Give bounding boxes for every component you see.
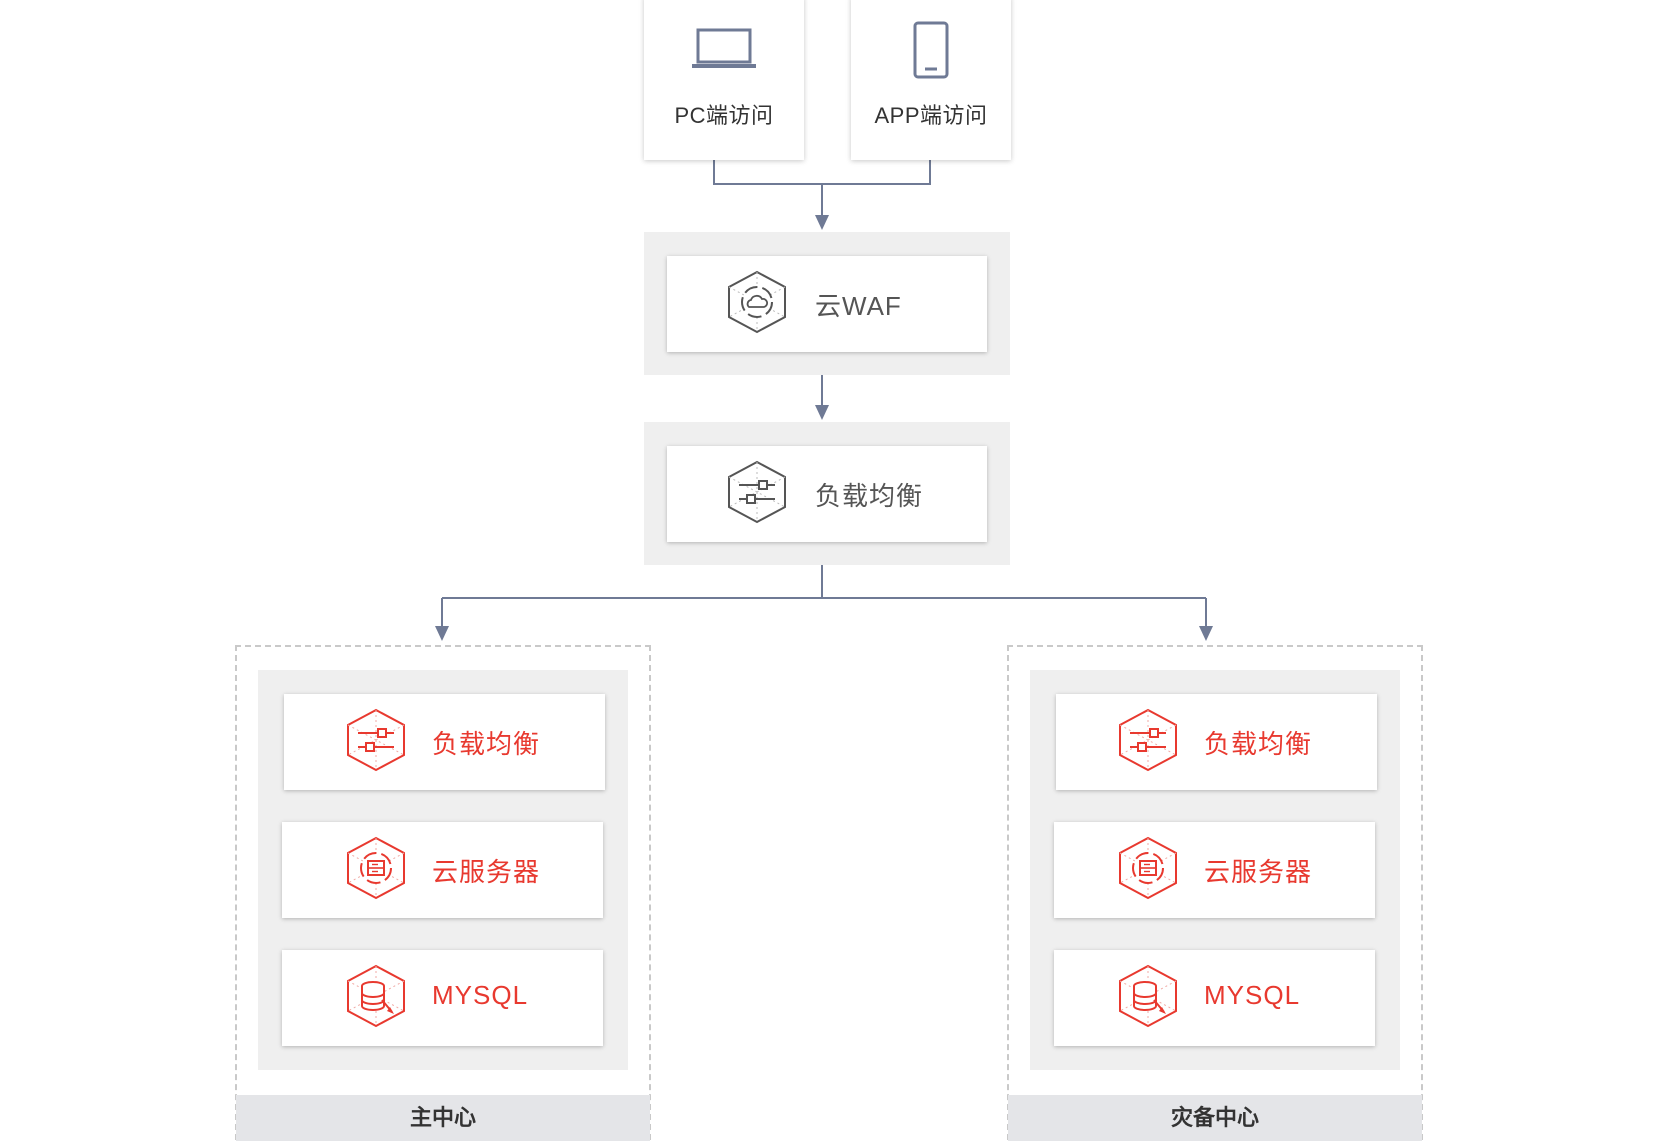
cloud-server-icon [347, 836, 405, 900]
main-lb-card: 负载均衡 [284, 694, 605, 790]
backup-lb-label: 负载均衡 [1204, 729, 1313, 759]
waf-label: 云WAF [815, 291, 902, 321]
database-icon [1119, 964, 1177, 1028]
main-mysql-label: MYSQL [432, 980, 529, 1010]
waf-card: 云WAF [667, 256, 987, 352]
database-icon [347, 964, 405, 1028]
load-balancer-icon [728, 460, 786, 524]
lb-card: 负载均衡 [667, 446, 987, 542]
arrow-to-lb [815, 405, 829, 420]
cloud-waf-icon [728, 270, 786, 334]
backup-lb-card: 负载均衡 [1056, 694, 1377, 790]
arrow-to-main-center [435, 626, 449, 641]
mobile-phone-icon [913, 21, 949, 79]
app-access-card: APP端访问 [851, 0, 1011, 160]
backup-server-label: 云服务器 [1204, 857, 1313, 887]
lb-label: 负载均衡 [815, 481, 924, 511]
app-access-label: APP端访问 [874, 103, 988, 128]
backup-center-label: 灾备中心 [1008, 1095, 1422, 1141]
arrow-to-backup-center [1199, 626, 1213, 641]
laptop-icon [692, 28, 756, 68]
main-mysql-card: MYSQL [282, 950, 603, 1046]
main-server-card: 云服务器 [282, 822, 603, 918]
main-center-label: 主中心 [236, 1095, 650, 1141]
load-balancer-icon [347, 708, 405, 772]
cloud-server-icon [1119, 836, 1177, 900]
load-balancer-icon [1119, 708, 1177, 772]
main-lb-label: 负载均衡 [432, 729, 541, 759]
pc-access-card: PC端访问 [644, 0, 804, 160]
client-merge-line [713, 160, 931, 185]
arrow-to-waf [815, 215, 829, 230]
pc-access-label: PC端访问 [674, 103, 774, 128]
backup-mysql-card: MYSQL [1054, 950, 1375, 1046]
backup-server-card: 云服务器 [1054, 822, 1375, 918]
backup-mysql-label: MYSQL [1204, 980, 1301, 1010]
main-server-label: 云服务器 [432, 857, 541, 887]
